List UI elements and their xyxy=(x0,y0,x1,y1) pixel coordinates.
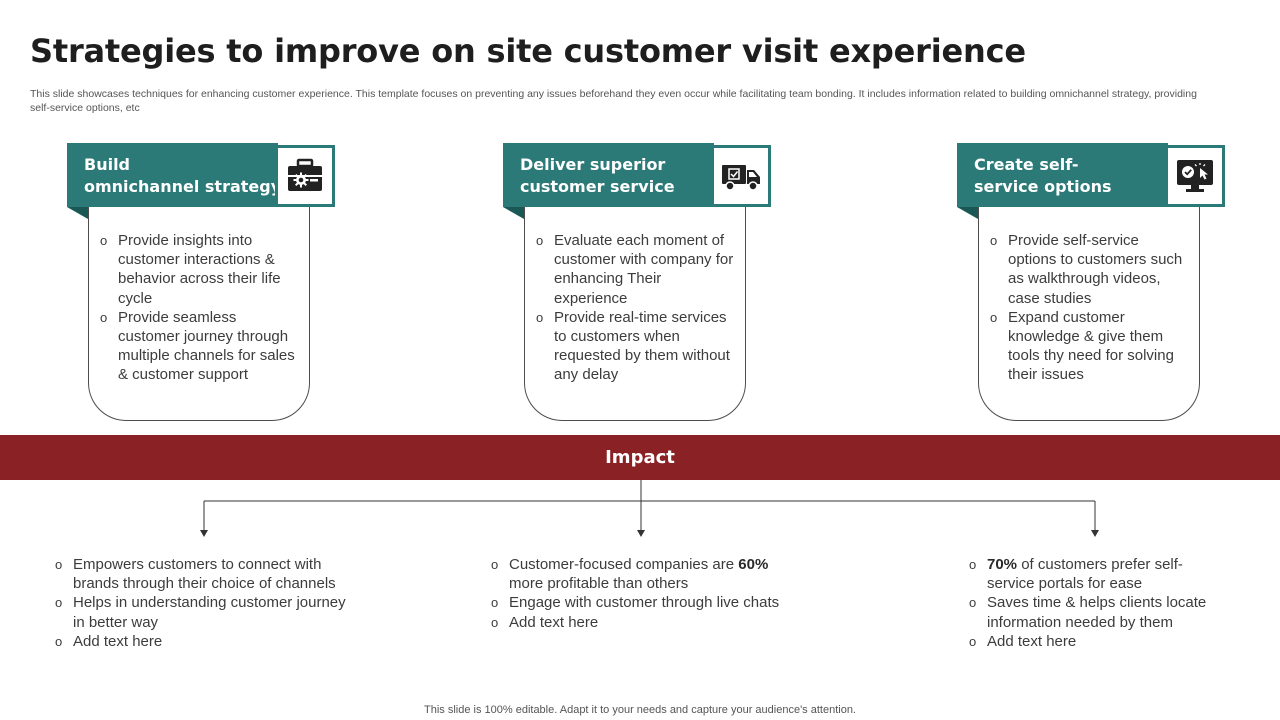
card-title-line: customer service xyxy=(520,177,675,196)
impact-connectors xyxy=(200,480,1099,537)
self-service-monitor-icon xyxy=(1177,160,1213,192)
card-header: Build omnichannel strategy xyxy=(67,143,282,207)
list-item: 70% of customers prefer self-service por… xyxy=(969,555,1209,593)
list-item: Provide real-time services to customers … xyxy=(536,308,736,385)
slide-subtitle: This slide showcases techniques for enha… xyxy=(30,88,1197,114)
list-item: Provide self-service options to customer… xyxy=(990,231,1190,308)
card-bullet-list: Evaluate each moment of customer with co… xyxy=(536,231,736,385)
list-item: Engage with customer through live chats xyxy=(491,593,796,612)
list-item: Provide seamless customer journey throug… xyxy=(100,308,300,385)
list-item: Provide insights into customer interacti… xyxy=(100,231,300,308)
slide-title: Strategies to improve on site customer v… xyxy=(30,32,1026,70)
highlight-stat: 60% xyxy=(738,556,769,573)
card-icon-frame xyxy=(1165,145,1225,207)
card-header: Deliver superior customer service xyxy=(503,143,714,207)
list-item: Expand customer knowledge & give them to… xyxy=(990,308,1190,385)
list-item: Helps in understanding customer journey … xyxy=(55,593,360,631)
impact-list-customer-service: Customer-focused companies are 60% more … xyxy=(491,555,796,632)
highlight-stat: 70% xyxy=(987,556,1018,573)
card-title-line: Deliver superior xyxy=(520,155,666,174)
list-item: Add text here xyxy=(969,632,1209,651)
card-title-line: omnichannel strategy xyxy=(84,177,282,196)
list-item: Evaluate each moment of customer with co… xyxy=(536,231,736,308)
card-icon-frame xyxy=(711,145,771,207)
list-item: Add text here xyxy=(55,632,360,651)
card-title-line: Build xyxy=(84,155,131,174)
impact-label: Impact xyxy=(605,447,675,468)
header-fold xyxy=(957,207,978,219)
list-item: Saves time & helps clients locate inform… xyxy=(969,593,1209,631)
toolbox-gear-icon xyxy=(288,158,322,191)
list-item: Empowers customers to connect with brand… xyxy=(55,555,360,593)
header-fold xyxy=(503,207,524,219)
list-item: Customer-focused companies are 60% more … xyxy=(491,555,796,593)
card-icon-frame xyxy=(275,145,335,207)
card-title-line: Create self- xyxy=(974,155,1079,174)
footer-note: This slide is 100% editable. Adapt it to… xyxy=(424,704,856,716)
delivery-truck-icon xyxy=(722,165,760,191)
impact-list-self-service: 70% of customers prefer self-service por… xyxy=(969,555,1209,651)
list-item: Add text here xyxy=(491,613,796,632)
impact-list-omnichannel: Empowers customers to connect with brand… xyxy=(55,555,360,651)
card-title-line: service options xyxy=(974,177,1112,196)
header-fold xyxy=(67,207,88,219)
impact-bar: Impact xyxy=(0,435,1280,480)
card-header: Create self- service options xyxy=(957,143,1168,207)
card-bullet-list: Provide self-service options to customer… xyxy=(990,231,1190,385)
card-bullet-list: Provide insights into customer interacti… xyxy=(100,231,300,385)
